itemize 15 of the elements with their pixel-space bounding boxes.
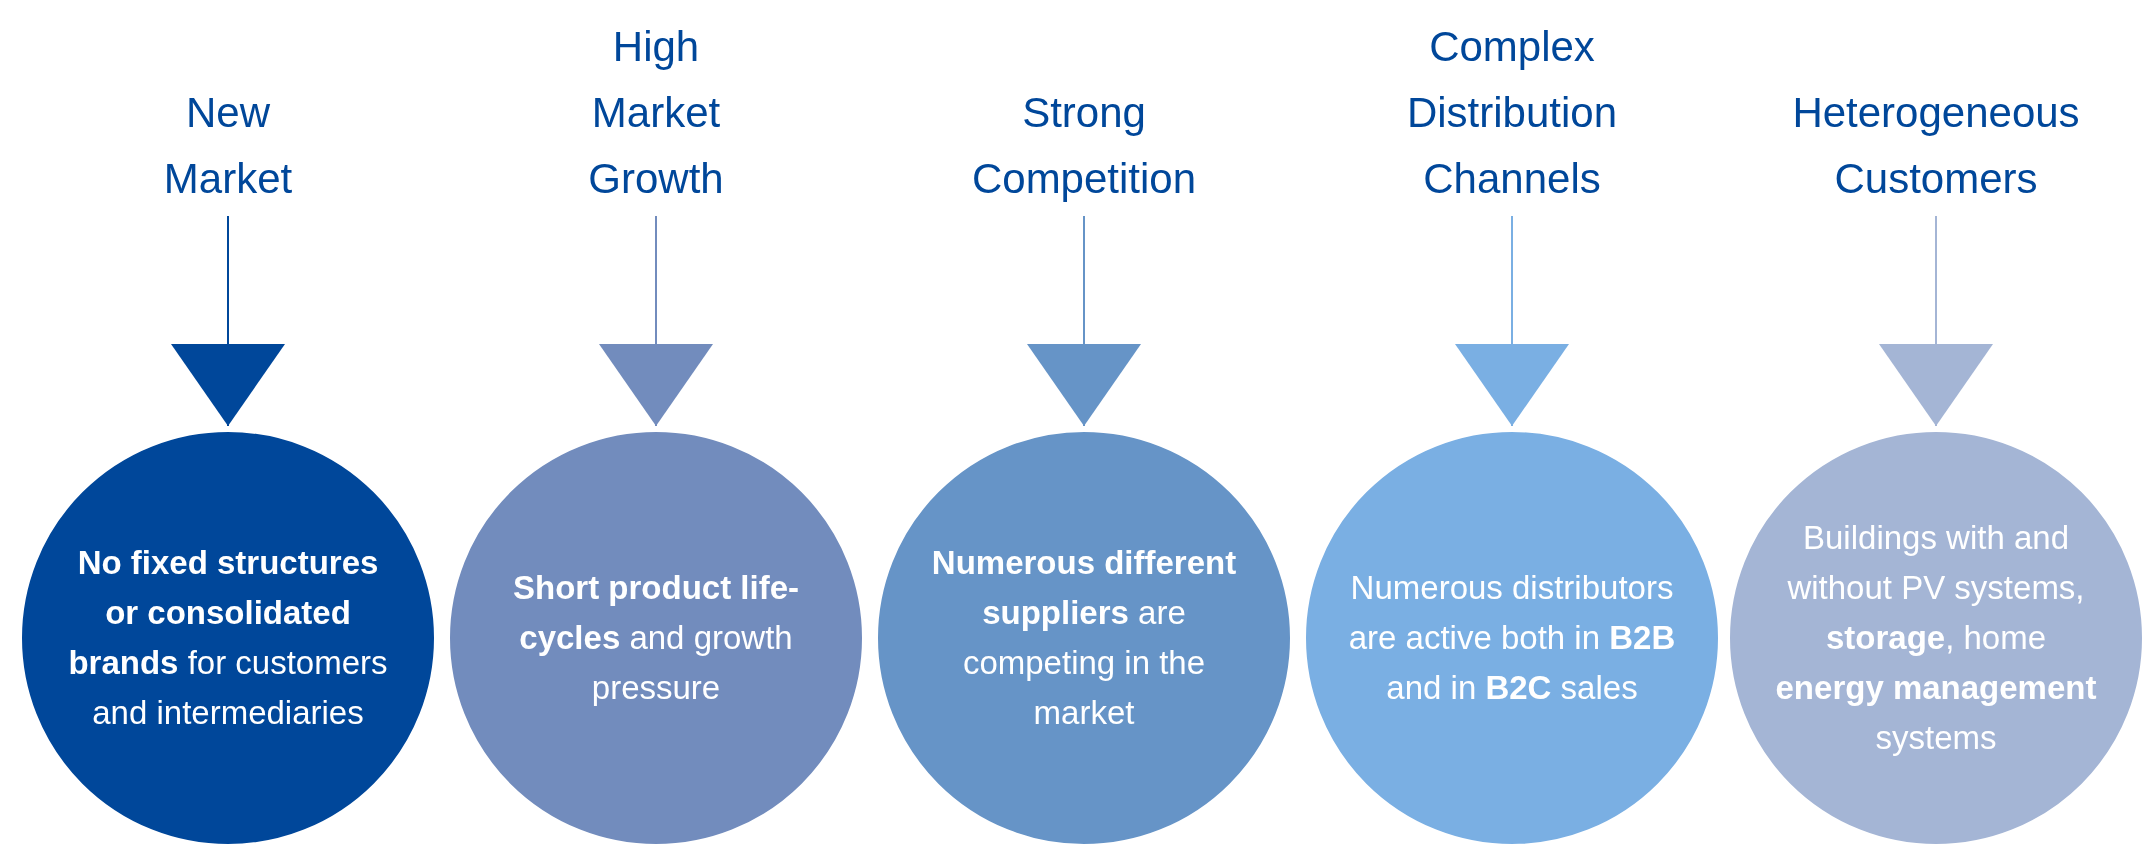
down-arrow <box>1027 215 1141 427</box>
down-arrow <box>1455 215 1569 427</box>
circle-text: No fixed structures or consolidated brands for customers and intermediaries <box>67 543 389 733</box>
column-heading: Complex Distribution Channels <box>1362 14 1662 212</box>
circle-text: Numerous different suppliers are competing in the market <box>930 543 1238 733</box>
down-arrow <box>599 215 713 427</box>
down-arrow <box>1879 215 1993 427</box>
circle-text: Short product life-cycles and growth pressure <box>512 568 800 708</box>
column-heading: Strong Competition <box>924 80 1244 212</box>
circle-text: Numerous distributors are active both in B2B and in B2C sales <box>1347 568 1677 708</box>
column-heading: New Market <box>128 80 328 212</box>
down-arrow <box>171 215 285 427</box>
column-heading: High Market Growth <box>556 14 756 212</box>
column-heading: Heterogeneous Customers <box>1766 80 2106 212</box>
circle-text: Buildings with and without PV systems, storage, home energy management systems <box>1774 518 2098 758</box>
